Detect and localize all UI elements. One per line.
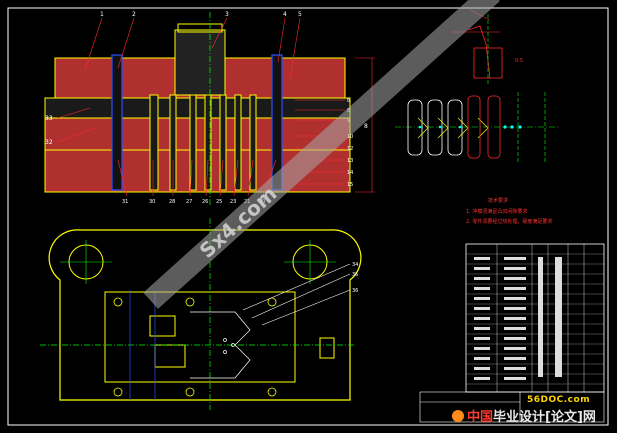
tech-notes-title: 技术要求 (488, 198, 509, 204)
punch (149, 94, 159, 191)
watermark-brand-prefix: 中国 (467, 410, 494, 425)
inner-die-block (104, 291, 296, 383)
bom-table (465, 243, 605, 393)
callout-right-15: 15 (347, 182, 353, 188)
guide-post-left (111, 54, 123, 191)
die-set-outline (48, 229, 362, 401)
callout-bottom-31: 31 (122, 199, 128, 205)
drawing-frame (7, 7, 609, 426)
callout-plan-35: 35 (352, 272, 358, 278)
callout-bottom-28: 28 (169, 199, 175, 205)
callout-right-10: 10 (347, 134, 353, 140)
callout-right-13: 13 (347, 158, 353, 164)
callout-right-6: 6 (347, 98, 350, 104)
insert-block (149, 315, 176, 337)
strip-layout-view (395, 92, 560, 162)
insert-block (154, 344, 186, 368)
callout-bottom-25: 25 (216, 199, 222, 205)
callout-right-14: 14 (347, 170, 353, 176)
tech-notes-line-1: 1. 冲模须满足凸凹间隙要求 (466, 209, 528, 215)
punch (189, 94, 197, 191)
punch (234, 94, 242, 191)
side-block (319, 337, 335, 359)
callout-bottom-26: 26 (202, 199, 208, 205)
diagonal-watermark-text: Sx4.com (195, 181, 282, 263)
callout-bottom-30: 30 (149, 199, 155, 205)
callout-bottom-23: 23 (230, 199, 236, 205)
callout-plan-34: 34 (352, 262, 358, 268)
callout-top-4: 4 (283, 11, 287, 18)
callout-top-5: 5 (298, 11, 302, 18)
section-view: 8 1 2 3 4 5 33 32 (44, 11, 375, 205)
brand-logo-icon (452, 410, 464, 422)
punch (219, 94, 227, 191)
watermark-brand-text: 毕业设计[论文]网 (493, 410, 596, 425)
stripper-plate (44, 97, 351, 119)
watermark-site-text: 56DOC.com (527, 395, 591, 405)
punch (249, 94, 257, 191)
callout-top-1: 1 (100, 11, 104, 18)
punch-holder-block (174, 29, 226, 96)
callout-left-32: 32 (45, 139, 53, 146)
callout-plan-36: 36 (352, 288, 358, 294)
callout-top-3: 3 (225, 11, 229, 18)
punch (204, 94, 212, 191)
die-plate (44, 117, 351, 151)
plan-view: 34 35 36 (40, 218, 362, 410)
tech-notes-line-2: 2. 零件须要经过热处理，硬度满足要求 (466, 219, 553, 225)
title-block (419, 391, 605, 423)
callout-bottom-27: 27 (186, 199, 192, 205)
side-dimension-label: 8 (364, 123, 368, 130)
watermark-brand: 中国毕业设计[论文]网 (452, 406, 596, 425)
callout-top-2: 2 (132, 11, 136, 18)
callout-right-12: 12 (347, 146, 353, 152)
callout-left-33: 33 (45, 115, 53, 122)
layout-label: 0.5 (515, 58, 523, 64)
